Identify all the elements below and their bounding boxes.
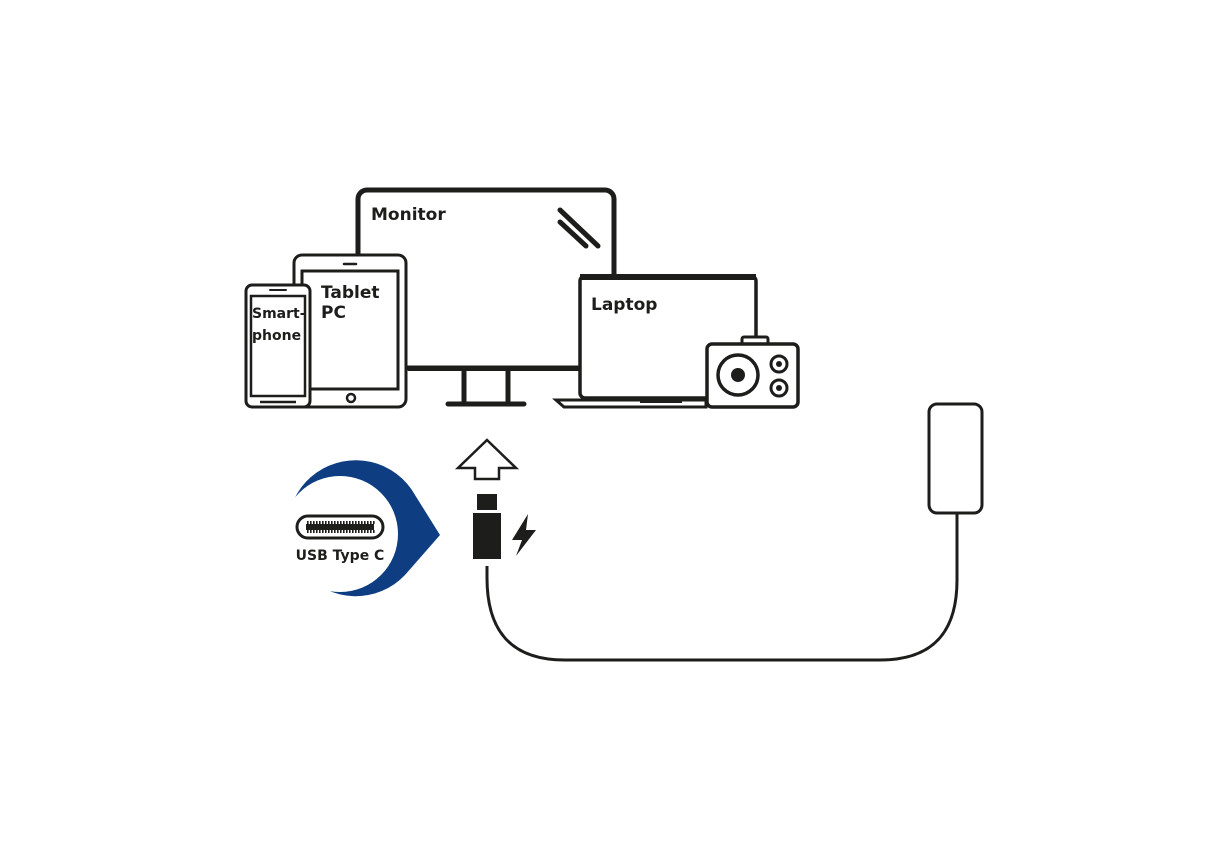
tablet-label-line2: PC [321,303,346,323]
up-arrow-icon [454,438,520,481]
smartphone-icon: Smart- phone [244,283,312,409]
smartphone-label-line1: Smart- [252,306,306,322]
usb-cable [485,512,959,662]
tablet-icon: Tablet PC [292,253,408,409]
power-adapter-icon [927,402,984,515]
lightning-bolt-icon [512,514,536,556]
speaker-icon [705,335,800,409]
monitor-label: Monitor [371,205,446,225]
usb-c-port-icon [295,514,385,540]
usb-c-plug-icon [473,494,501,559]
smartphone-label-line2: phone [252,328,301,344]
tablet-label-line1: Tablet [321,283,380,303]
usb-type-c-callout: USB Type C [282,460,440,597]
laptop-label: Laptop [591,295,657,315]
usb-c-port-pins [306,521,375,533]
usb-type-c-label: USB Type C [296,548,385,564]
